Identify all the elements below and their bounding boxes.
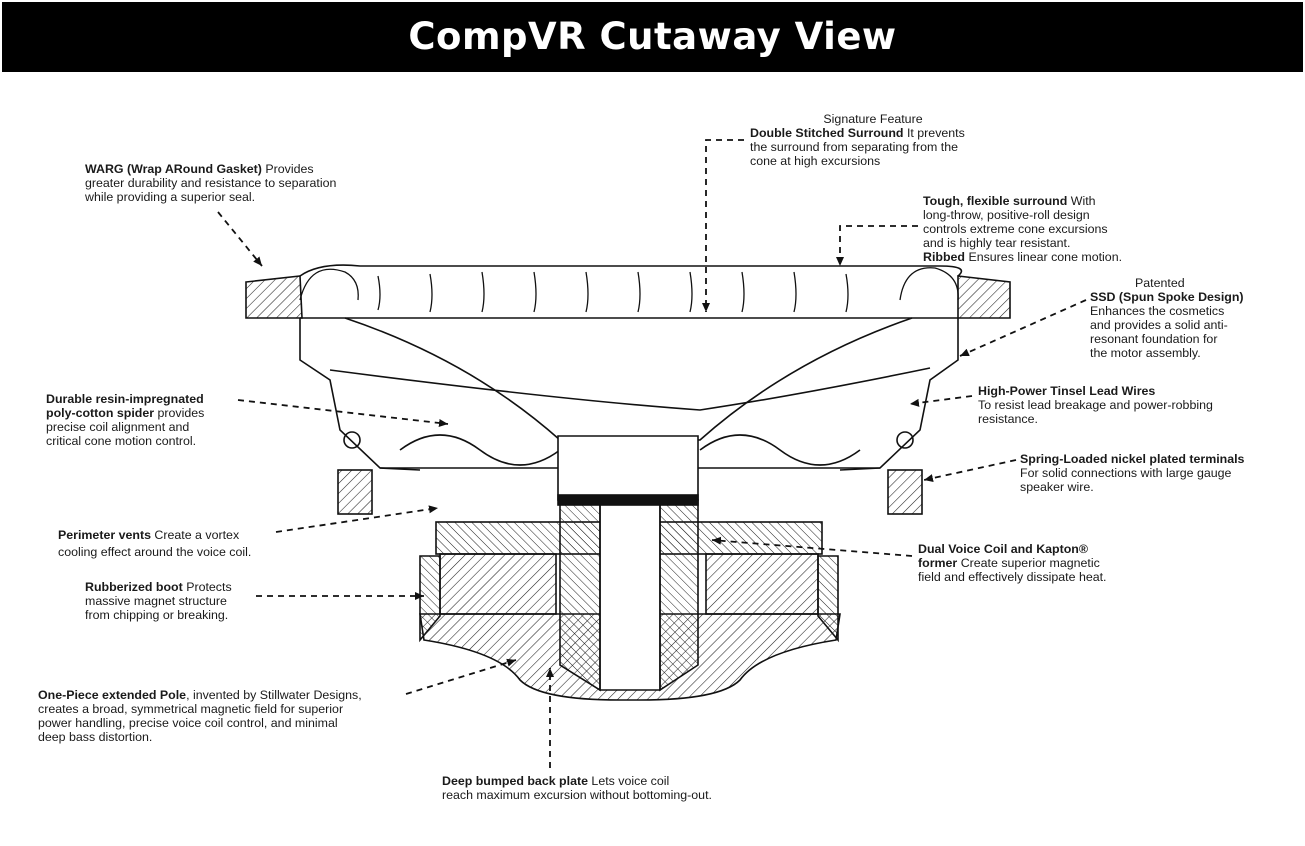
tinsel-line2: resistance. bbox=[978, 412, 1038, 426]
cone bbox=[344, 317, 913, 441]
annotation-signature-body: Double Stitched Surround It prevents the… bbox=[750, 126, 965, 168]
leader-spider bbox=[237, 399, 449, 427]
basket-top bbox=[299, 264, 963, 277]
leader-surround bbox=[836, 225, 918, 266]
leader-vents bbox=[275, 505, 439, 533]
dvc-line1: Create superior magnetic bbox=[957, 556, 1100, 570]
signature-line2: the surround from separating from the bbox=[750, 140, 958, 154]
page-title: CompVR Cutaway View bbox=[408, 15, 897, 58]
spider-bold2: poly-cotton spider bbox=[46, 406, 155, 420]
ssd-heading: Patented bbox=[1135, 276, 1185, 290]
backplate-line2: reach maximum excursion without bottomin… bbox=[442, 788, 712, 802]
pole-line3: power handling, precise voice coil contr… bbox=[38, 716, 338, 730]
warg-line2: greater durability and resistance to sep… bbox=[85, 176, 337, 190]
dvc-line2: field and effectively dissipate heat. bbox=[918, 570, 1107, 584]
annotation-vents: Perimeter vents Create a vortex cooling … bbox=[58, 527, 251, 561]
vents-line1: Create a vortex bbox=[150, 528, 240, 542]
annotation-boot: Rubberized boot Protects massive magnet … bbox=[85, 580, 232, 622]
ssd-bold: SSD (Spun Spoke Design) bbox=[1090, 290, 1244, 304]
terminals-bold: Spring-Loaded nickel plated terminals bbox=[1020, 452, 1245, 466]
spider-line2: precise coil alignment and bbox=[46, 420, 190, 434]
tinsel-bold: High-Power Tinsel Lead Wires bbox=[978, 384, 1156, 398]
surround-bold2: Ribbed bbox=[923, 250, 965, 264]
left-gasket bbox=[245, 275, 303, 319]
dvc-bold2: former bbox=[918, 556, 958, 570]
spider-bold1: Durable resin-impregnated bbox=[46, 392, 204, 406]
surround-line3: controls extreme cone excursions bbox=[923, 222, 1108, 236]
annotation-warg: WARG (Wrap ARound Gasket) Provides great… bbox=[85, 162, 336, 204]
warg-line1: Provides bbox=[261, 162, 314, 176]
pole-line2: creates a broad, symmetrical magnetic fi… bbox=[38, 702, 344, 716]
dvc-bold1: Dual Voice Coil and Kapton® bbox=[918, 542, 1088, 556]
annotation-dvc: Dual Voice Coil and Kapton® former Creat… bbox=[918, 542, 1107, 584]
ssd-line2: and provides a solid anti- bbox=[1090, 318, 1228, 332]
annotation-backplate: Deep bumped back plate Lets voice coil r… bbox=[442, 774, 712, 802]
boot-line2: massive magnet structure bbox=[85, 594, 227, 608]
terminals-line2: speaker wire. bbox=[1020, 480, 1094, 494]
warg-line3: while providing a superior seal. bbox=[85, 190, 256, 204]
boot-line1: Protects bbox=[182, 580, 232, 594]
warg-bold: WARG (Wrap ARound Gasket) bbox=[85, 162, 262, 176]
speaker-drawing bbox=[245, 264, 1011, 701]
right-gasket bbox=[957, 275, 1011, 319]
leader-signature bbox=[702, 139, 744, 312]
surround-line1: With bbox=[1067, 194, 1096, 208]
signature-line1: It prevents bbox=[903, 126, 965, 140]
surround-line5: Ensures linear cone motion. bbox=[965, 250, 1123, 264]
annotation-ssd: Patented SSD (Spun Spoke Design) Enhance… bbox=[1090, 276, 1244, 360]
annotation-signature: Signature Feature bbox=[750, 112, 996, 126]
annotation-terminals: Spring-Loaded nickel plated terminals Fo… bbox=[1020, 452, 1244, 494]
leader-lines bbox=[217, 139, 1087, 768]
signature-heading: Signature Feature bbox=[823, 112, 923, 126]
pole-line4: deep bass distortion. bbox=[38, 730, 153, 744]
spider bbox=[399, 434, 561, 466]
terminals-line1: For solid connections with large gauge bbox=[1020, 466, 1232, 480]
tinsel-line1: To resist lead breakage and power-robbin… bbox=[978, 398, 1213, 412]
leader-dvc bbox=[711, 536, 913, 557]
annotation-tinsel: High-Power Tinsel Lead Wires To resist l… bbox=[978, 384, 1213, 426]
left-terminal bbox=[337, 469, 373, 515]
boot-bold: Rubberized boot bbox=[85, 580, 183, 594]
annotation-pole: One-Piece extended Pole, invented by Sti… bbox=[38, 688, 362, 744]
leader-tinsel bbox=[909, 395, 973, 407]
backplate-bold: Deep bumped back plate bbox=[442, 774, 588, 788]
annotation-surround: Tough, flexible surround With long-throw… bbox=[923, 194, 1122, 264]
pole-line1: , invented by Stillwater Designs, bbox=[186, 688, 362, 702]
vents-line2: cooling effect around the voice coil. bbox=[58, 545, 252, 559]
basket-right bbox=[839, 318, 959, 471]
signature-bold: Double Stitched Surround bbox=[750, 126, 904, 140]
surround-bold: Tough, flexible surround bbox=[923, 194, 1068, 208]
magnet bbox=[439, 553, 557, 615]
leader-warg bbox=[217, 211, 263, 267]
annotation-spider: Durable resin-impregnated poly-cotton sp… bbox=[46, 392, 204, 448]
spider-line1: provides bbox=[154, 406, 205, 420]
surround-line2: long-throw, positive-roll design bbox=[923, 208, 1090, 222]
title-bar: CompVR Cutaway View bbox=[2, 2, 1303, 72]
surround-line4: and is highly tear resistant. bbox=[923, 236, 1071, 250]
vents-bold: Perimeter vents bbox=[58, 528, 151, 542]
leader-terminals bbox=[923, 459, 1017, 482]
ssd-line1: Enhances the cosmetics bbox=[1090, 304, 1225, 318]
spider-line3: critical cone motion control. bbox=[46, 434, 197, 448]
right-terminal bbox=[887, 469, 923, 515]
pole-bold: One-Piece extended Pole bbox=[38, 688, 187, 702]
leader-pole bbox=[405, 658, 517, 695]
leader-ssd bbox=[959, 299, 1087, 357]
ssd-line4: the motor assembly. bbox=[1090, 346, 1201, 360]
signature-line3: cone at high excursions bbox=[750, 154, 881, 168]
basket-left bbox=[299, 318, 421, 471]
boot-line3: from chipping or breaking. bbox=[85, 608, 229, 622]
backplate-line1: Lets voice coil bbox=[587, 774, 670, 788]
ssd-line3: resonant foundation for bbox=[1090, 332, 1218, 346]
surround-ribs bbox=[299, 267, 959, 313]
